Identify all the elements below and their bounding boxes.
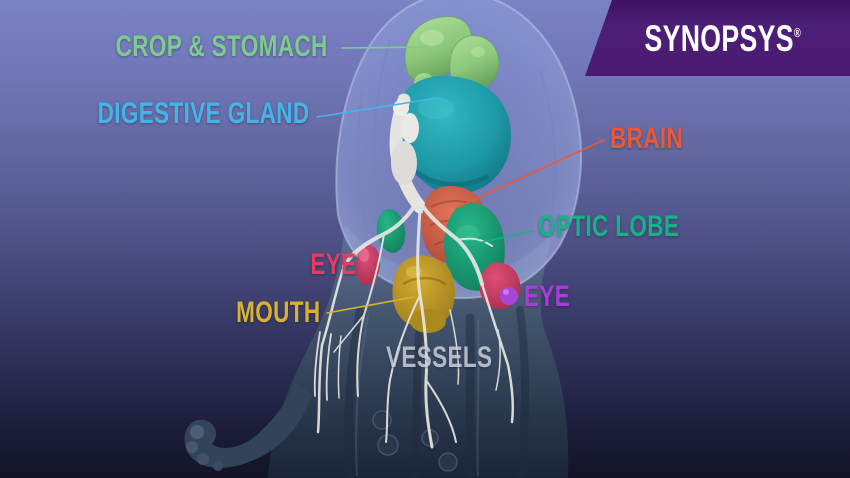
organ-eyes <box>355 245 521 310</box>
leader-crop-stomach <box>341 46 429 49</box>
label-brain: BRAIN <box>610 122 684 155</box>
leader-lines <box>316 46 605 314</box>
label-mouth: MOUTH <box>235 296 320 329</box>
organ-mouth <box>392 255 455 333</box>
organ-esophagus <box>389 93 427 214</box>
organ-eye-lens <box>500 287 518 305</box>
label-vessels: VESSELS <box>386 341 493 374</box>
synopsys-banner: SYNOPSYS® <box>585 0 850 76</box>
registered-trademark-symbol: ® <box>793 24 801 40</box>
leader-mouth <box>326 296 415 314</box>
leader-digestive-gland <box>316 97 439 118</box>
leader-brain <box>455 139 605 209</box>
leader-optic-lobe <box>477 230 534 244</box>
label-eye-left: EYE <box>310 248 357 281</box>
label-optic-lobe: OPTIC LOBE <box>538 210 680 243</box>
label-crop-stomach: CROP & STOMACH <box>116 30 328 63</box>
synopsys-logo: SYNOPSYS® <box>634 20 800 57</box>
label-digestive-gland: DIGESTIVE GLAND <box>98 97 310 130</box>
organ-vessels <box>313 198 515 449</box>
label-eye-right: EYE <box>524 280 571 313</box>
organ-digestive-gland <box>397 75 512 195</box>
synopsys-logo-text: SYNOPSYS <box>644 17 794 59</box>
